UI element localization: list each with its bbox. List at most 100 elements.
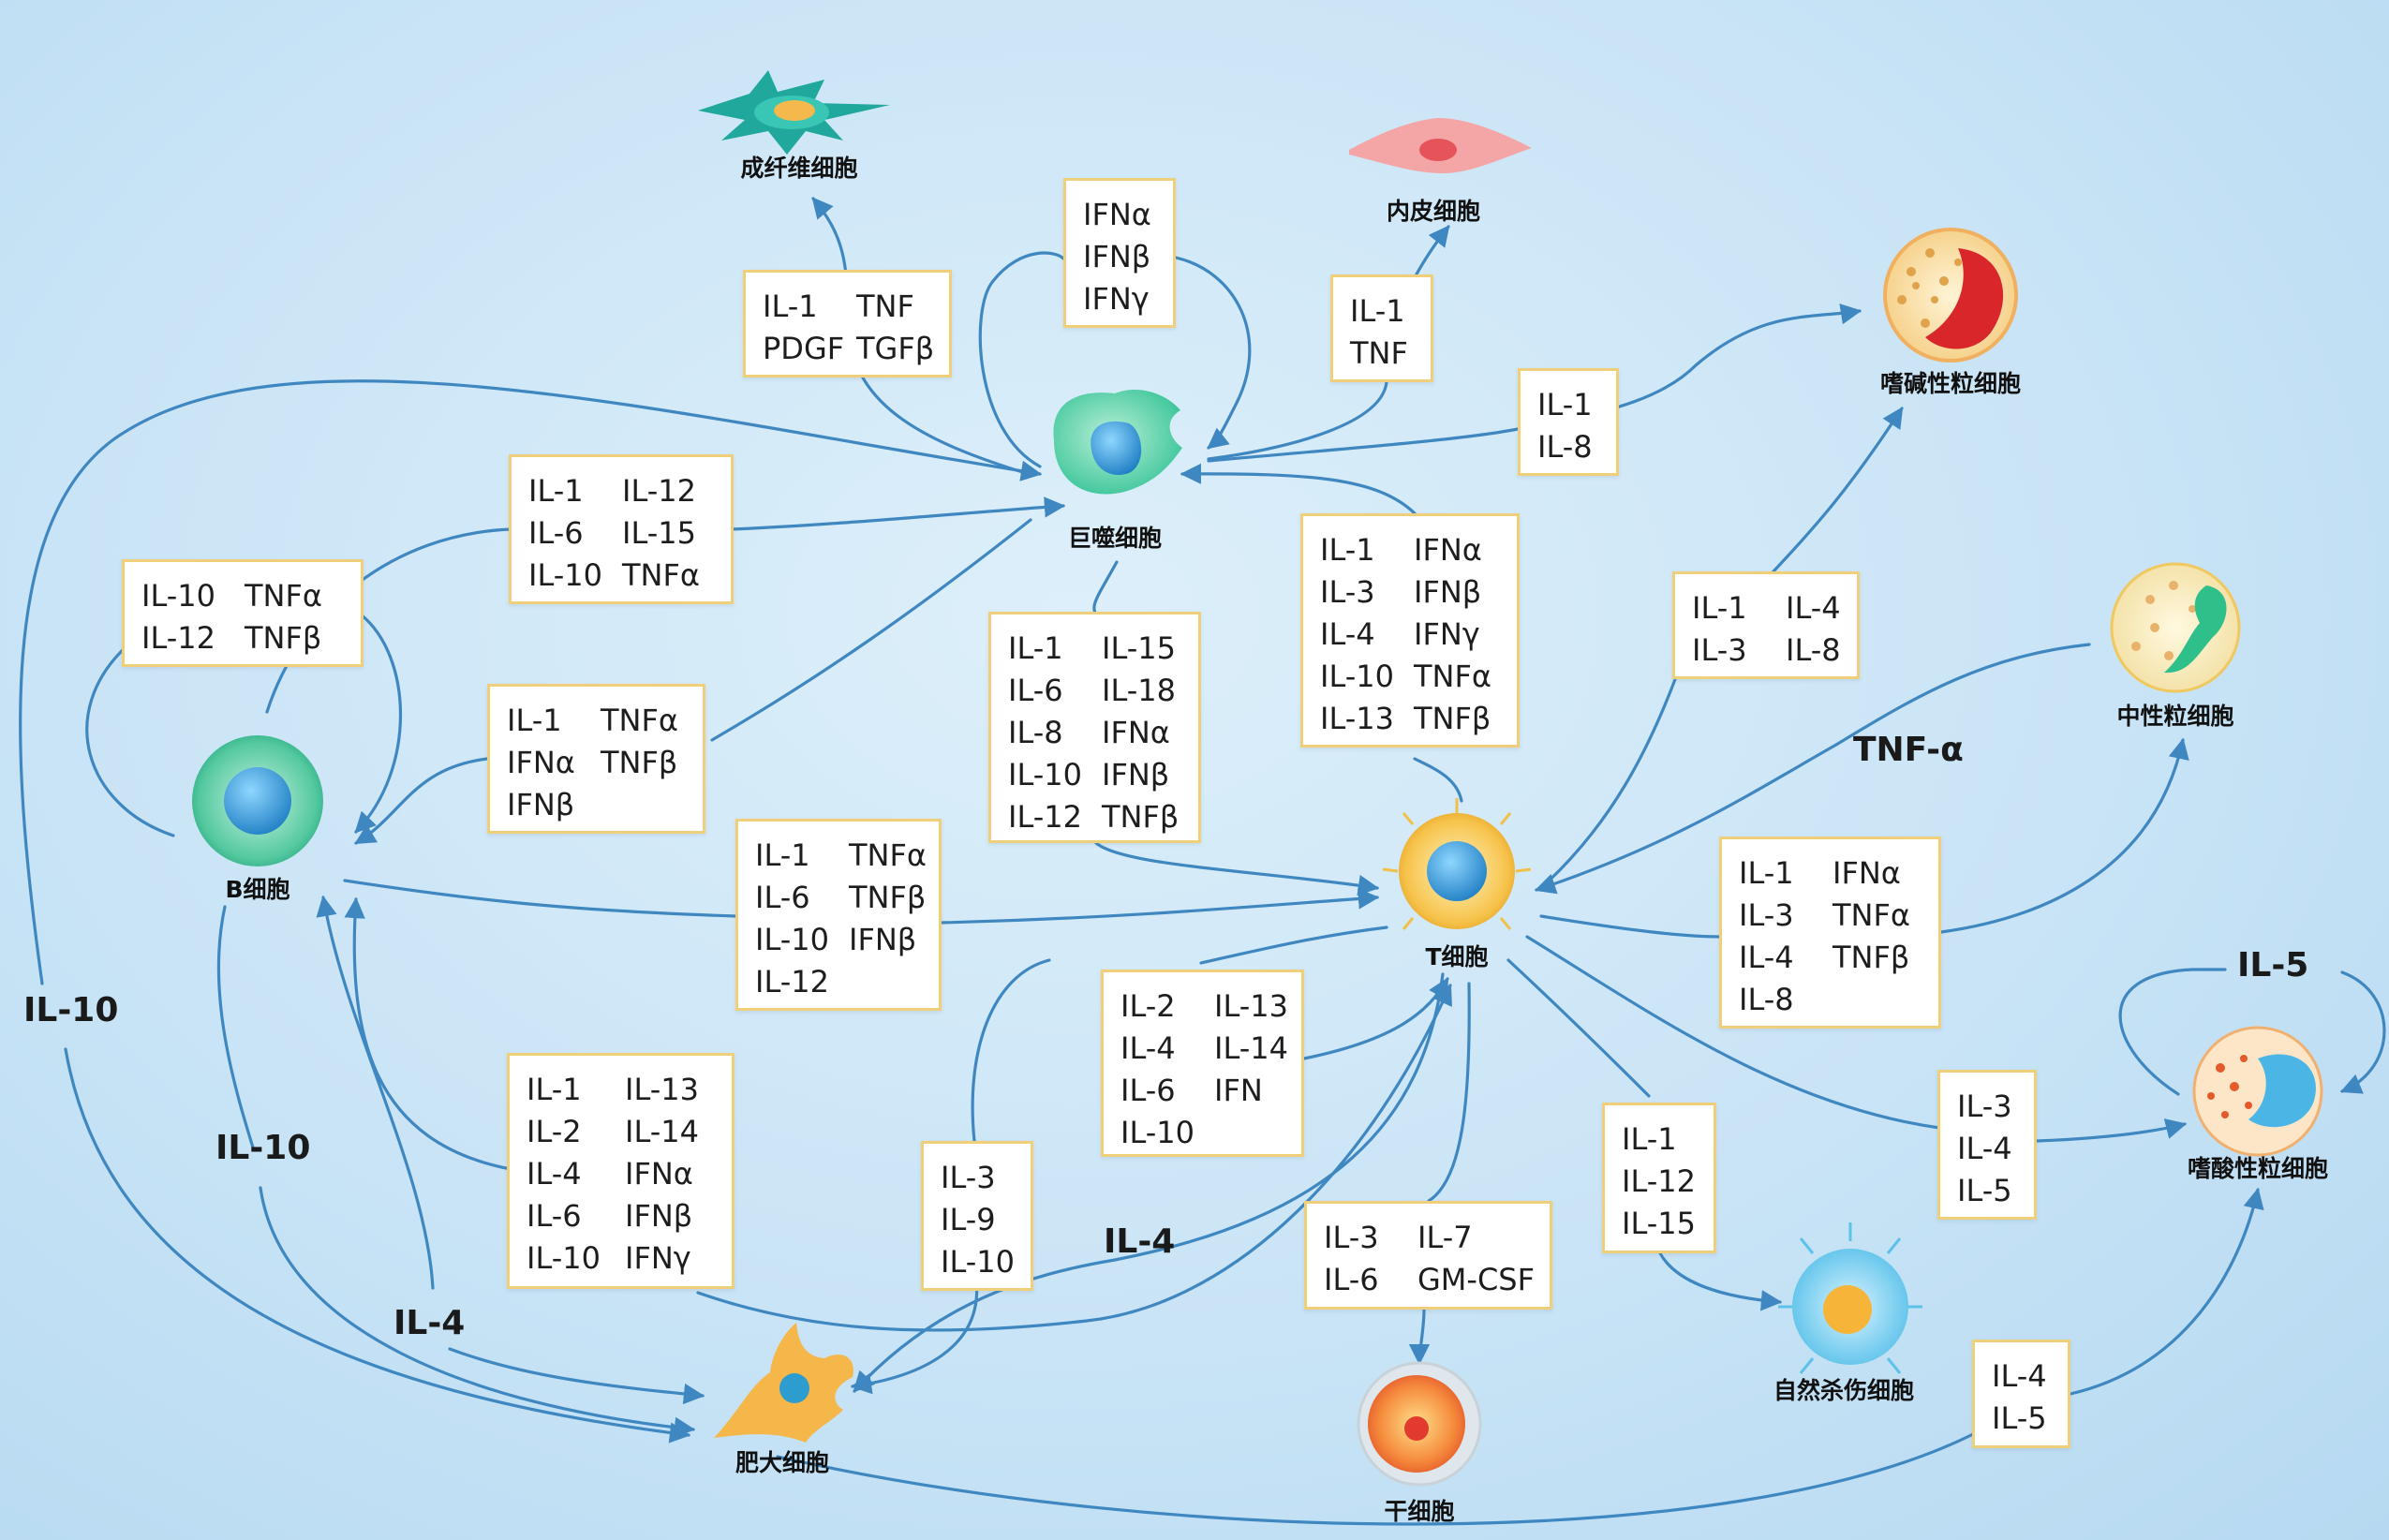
cytokine-row: IFNα [1083, 194, 1173, 236]
cytokine-name: IL-6 [528, 515, 584, 551]
cytokine-name: IL-18 [1102, 673, 1176, 708]
cytokine-name: IFNα [1414, 532, 1482, 568]
tnf-alpha-label: TNF-α [1853, 731, 1964, 769]
arrow-neu-box-to-neutrophil [1939, 737, 2189, 934]
arrow-mac-box-to-macrophage [729, 496, 1066, 531]
b-cell-icon [192, 735, 323, 866]
cytokine-row: IL-5 [1992, 1398, 2068, 1440]
arrow-il10-to-mast [259, 1186, 696, 1438]
arrow-t-to-neu-box [1539, 914, 1721, 939]
arrow-ifn-loop-right [1174, 256, 1252, 450]
macrophage-icon [1053, 390, 1182, 495]
cytokine-name: IL-2 [527, 1114, 582, 1149]
cytokine-name: IL-3 [1739, 897, 1794, 933]
arrow-il3-to-mast [850, 1278, 979, 1395]
cytokine-name: IL-3 [941, 1160, 996, 1195]
cytokine-name: GM-CSF [1417, 1262, 1536, 1297]
cytokine-name: TNFα [245, 578, 322, 614]
cytokine-row: TNF [1350, 333, 1431, 375]
cytokine-name: TNFα [1833, 897, 1910, 933]
cytokine-name: IL-4 [1786, 590, 1841, 626]
cytokine-name: IL-12 [755, 964, 829, 1000]
cytokine-row: IFNβ [507, 784, 703, 826]
cytokine-name: IL-9 [941, 1202, 996, 1237]
cytokine-name: IFNβ [1083, 239, 1151, 274]
il4-mid-label: IL-4 [1104, 1222, 1176, 1261]
cytokine-name: IL-6 [1324, 1262, 1379, 1297]
il5-loop-label: IL-5 [2237, 946, 2309, 985]
cytokine-name: IL-1 [763, 289, 818, 324]
mast-cell-label: 肥大细胞 [735, 1449, 830, 1476]
cytokine-row: IL-4 [1992, 1355, 2068, 1398]
eosinophil-label: 嗜碱性粒细胞 [1879, 370, 2022, 397]
cytokine-row: IL-3 [941, 1157, 1031, 1199]
fibroblast-label: 成纤维细胞 [740, 155, 858, 182]
cytokine-name: IL-1 [1320, 532, 1375, 568]
cytokine-name: IL-8 [1537, 429, 1593, 465]
cytokine-row: IL-2 IL-14 [527, 1111, 732, 1153]
cytokine-row: IL-4 [1957, 1128, 2034, 1170]
arrow-b-to-t-box [343, 879, 737, 918]
arrow-t-to-stem-box [1427, 982, 1471, 1203]
connector-arrows [19, 197, 2386, 1526]
cytokine-row: IFNγ [1083, 278, 1173, 320]
cytokine-name: IFN [1214, 1073, 1263, 1108]
cytokine-row: IL-6 IL-15 [528, 512, 731, 555]
arrow-t-to-baso-box [1525, 935, 1941, 1130]
cytokine-row: IL-8 [1537, 426, 1616, 468]
cytokine-name: IL-12 [1622, 1163, 1696, 1199]
cytokine-name: IL-6 [1120, 1073, 1176, 1108]
cytokine-name: IFNβ [1414, 574, 1482, 610]
cytokine-name: TNFβ [601, 745, 678, 780]
cytokine-name: TNFβ [1833, 940, 1910, 975]
cytokine-name: IL-14 [625, 1114, 699, 1149]
cytokine-name: TGFβ [856, 331, 935, 366]
cytokine-row: IL-12 [755, 961, 939, 1003]
cytokine-name: IL-3 [1324, 1220, 1379, 1255]
cytokine-name: IL-10 [1320, 659, 1394, 694]
cytokine-name: TNFβ [1414, 701, 1491, 736]
arrow-stem-box-to-stem [1408, 1308, 1431, 1366]
cytokine-name: IL-4 [1320, 616, 1375, 652]
cytokine-name: IL-6 [1008, 673, 1063, 708]
cytokine-name: IL-1 [528, 473, 584, 509]
cytokine-name: IFNα [1833, 855, 1901, 891]
cytokine-name: IL-15 [622, 515, 696, 551]
arrow-mast-to-baso2-box [776, 1431, 1977, 1526]
arrow-t-box-to-t [940, 888, 1380, 925]
arrow-il4-to-b [316, 895, 435, 1290]
arrow-t-il4-mast [853, 972, 1445, 1393]
arrow-t-to-mac-box [1413, 757, 1463, 803]
cytokine-name: IL-3 [1957, 1088, 2012, 1124]
cytokine-name: TNFβ [245, 620, 322, 656]
cytokine-name: TNFα [849, 837, 927, 873]
cytokine-name: IFNα [1083, 197, 1151, 232]
cytokine-name: IL-1 [527, 1072, 582, 1107]
